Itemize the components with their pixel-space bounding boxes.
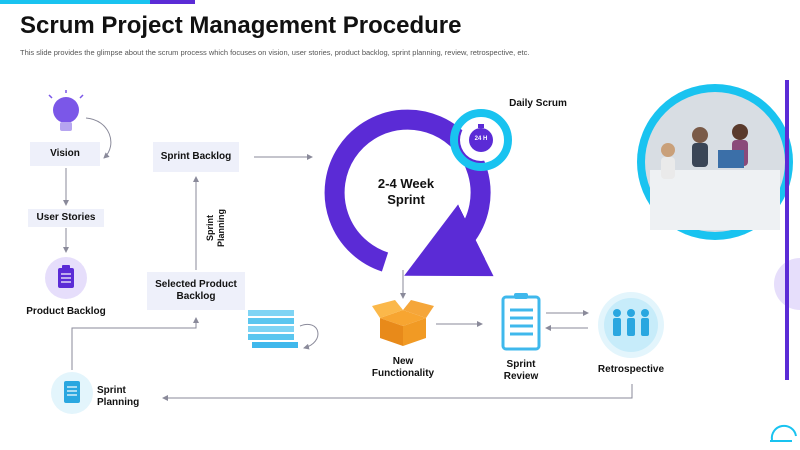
- stack-loop-arrow: [299, 323, 319, 350]
- selected-backlog-line2: Backlog: [176, 291, 216, 302]
- top-accent-purple: [150, 0, 195, 4]
- checklist-icon: [501, 293, 541, 351]
- arrow-retro-planning: [162, 384, 633, 401]
- retrospective-label: Retrospective: [597, 364, 665, 375]
- selected-backlog-box: Selected Product Backlog: [147, 272, 245, 310]
- sprint-cycle-arrow: [324, 109, 494, 276]
- sprint-review-label: Sprint Review: [503, 359, 539, 382]
- box-icon: [372, 300, 434, 346]
- product-backlog-label: Product Backlog: [26, 306, 106, 317]
- right-accent-bar: [785, 80, 789, 380]
- selected-backlog-line1: Selected Product: [155, 279, 237, 290]
- daily-scrum-label: Daily Scrum: [509, 98, 567, 109]
- top-accent-cyan: [0, 0, 150, 4]
- sprint-cycle-label: 2-4 Week Sprint: [377, 176, 435, 207]
- lightbulb-icon: [48, 90, 84, 131]
- sprint-backlog-box: Sprint Backlog: [153, 142, 239, 172]
- document-icon: [51, 372, 93, 414]
- vision-box: Vision: [30, 142, 100, 166]
- page-title: Scrum Project Management Procedure: [20, 12, 462, 39]
- timer-label: 24 H: [474, 136, 488, 142]
- team-meeting-photo: [637, 84, 793, 240]
- new-functionality-label: New Functionality: [371, 356, 435, 379]
- page-subtitle: This slide provides the glimpse about th…: [20, 48, 530, 57]
- sprint-planning-vertical-label: Sprint Planning: [205, 209, 226, 247]
- stack-icon: [248, 310, 298, 348]
- user-stories-box: User Stories: [28, 209, 104, 227]
- vision-loop-arrow: [85, 117, 112, 159]
- logo-icon: [770, 424, 797, 442]
- people-icon: [598, 292, 664, 358]
- user-stories-label: User Stories: [36, 212, 96, 223]
- clipboard-icon: [45, 257, 87, 299]
- stopwatch-icon: [469, 124, 493, 152]
- sprint-backlog-label: Sprint Backlog: [160, 151, 232, 162]
- sprint-planning-label: Sprint Planning: [97, 385, 140, 408]
- vision-label: Vision: [50, 148, 80, 159]
- arrow-planning-selected: [71, 317, 199, 370]
